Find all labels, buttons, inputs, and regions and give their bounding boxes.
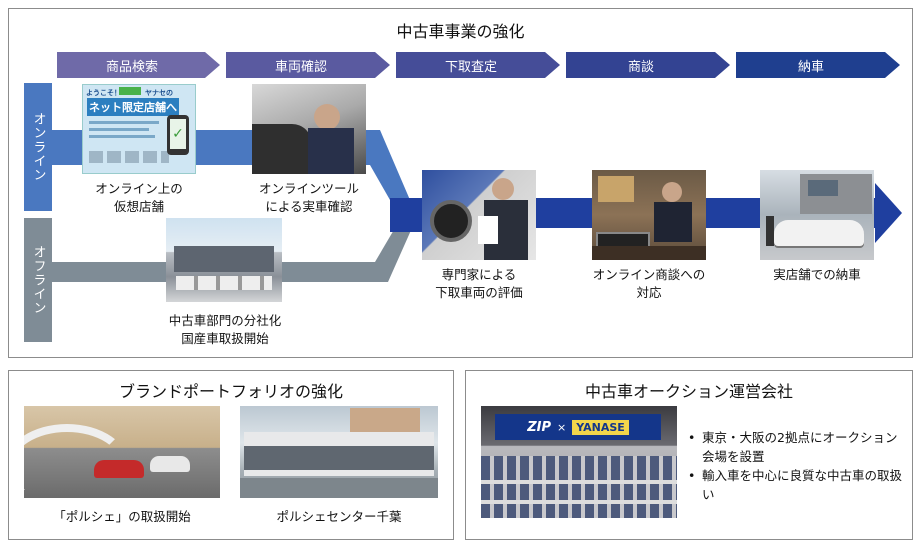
negotiation-image — [592, 170, 706, 260]
merge-block — [390, 198, 425, 232]
negotiation-caption-1: オンライン商談への — [592, 267, 706, 282]
logo-mark — [119, 87, 141, 95]
appraisal-caption-1: 専門家による — [441, 267, 517, 282]
row-divider — [481, 480, 677, 484]
step-label-1: 商品検索 — [105, 59, 158, 75]
step-chevron-5 — [736, 52, 900, 78]
red-car — [94, 460, 144, 478]
delivery-image — [760, 170, 874, 260]
auction-bullets: 東京・大阪の2拠点にオークション会場を設置 輸入車を中心に良質な中古車の取扱い — [688, 428, 908, 504]
road — [240, 478, 438, 498]
virtual-store-image: ようこそ！ ヤナセの ネット限定店舗へ ✓ — [82, 84, 196, 174]
step-label-5: 納車 — [797, 59, 824, 75]
brand-panel-title: ブランドポートフォリオの強化 — [118, 382, 343, 401]
porsche-center-image — [240, 406, 438, 498]
wheel — [430, 200, 472, 242]
person-suit — [654, 202, 692, 242]
glass-facade — [244, 446, 434, 470]
online-lane-label: オンライン — [30, 112, 46, 182]
main-flow-arrowhead — [875, 183, 902, 243]
white-car — [774, 220, 864, 246]
online-tool-caption-1: オンラインツール — [258, 181, 359, 196]
step-chevron-3 — [396, 52, 560, 78]
auction-bullet-2: 輸入車を中心に良質な中古車の取扱い — [688, 466, 908, 504]
auction-banner: ZIP × YANASE — [495, 414, 661, 440]
person-suit — [308, 128, 354, 174]
clipboard — [478, 216, 498, 244]
curved-structure — [24, 424, 130, 498]
text-line — [89, 121, 159, 124]
auction-seats — [481, 456, 677, 518]
porsche-showroom-image — [24, 406, 220, 498]
shelf — [598, 176, 634, 202]
person-head — [314, 104, 340, 130]
zip-logo: ZIP — [527, 419, 551, 435]
step-label-3: 下取査定 — [444, 59, 497, 75]
online-tool-caption-2: による実車確認 — [265, 199, 353, 214]
online-lane-band — [24, 83, 52, 211]
auction-hall-image: ZIP × YANASE — [481, 406, 677, 518]
appraisal-caption-2: 下取車両の評価 — [435, 285, 523, 300]
step-label-4: 商談 — [627, 59, 654, 75]
parked-cars — [176, 276, 272, 290]
car-thumbnails — [89, 151, 169, 163]
step-chevron-2 — [226, 52, 390, 78]
person-head — [492, 178, 514, 200]
spinoff-image — [166, 218, 282, 302]
banner-small-text: ようこそ！ — [86, 89, 121, 97]
brand-caption-2: ポルシェセンター千葉 — [276, 509, 402, 524]
main-panel-title: 中古車事業の強化 — [396, 22, 525, 41]
spinoff-caption-1: 中古車部門の分社化 — [168, 313, 282, 328]
delivery-caption-1: 実店舗での納車 — [773, 267, 861, 282]
times-sign: × — [556, 420, 567, 434]
spinoff-caption-2: 国産車取扱開始 — [181, 331, 269, 346]
row-divider — [481, 500, 677, 504]
virtual-store-caption-1: オンライン上の — [95, 181, 183, 196]
yanase-logo: YANASE — [572, 419, 629, 435]
offline-lane-label: オフライン — [30, 245, 46, 315]
dealership-building — [174, 246, 274, 272]
offline-lane-band — [24, 218, 52, 342]
person — [766, 216, 774, 246]
auction-panel-title: 中古車オークション運営会社 — [584, 382, 793, 401]
auction-bullet-1: 東京・大阪の2拠点にオークション会場を設置 — [688, 428, 908, 466]
online-tool-image — [252, 84, 366, 174]
virtual-store-caption-2: 仮想店舗 — [113, 199, 164, 214]
appraisal-image — [422, 170, 536, 260]
desk — [592, 246, 706, 260]
text-line — [89, 135, 155, 138]
banner-main-text: ネット限定店舗へ — [87, 98, 179, 116]
white-car — [150, 456, 190, 472]
offline-flow-band — [52, 228, 412, 282]
step-chevron-4 — [566, 52, 730, 78]
step-label-2: 車両確認 — [274, 59, 327, 75]
brand-caption-1: 「ポルシェ」の取扱開始 — [53, 509, 191, 524]
window — [808, 180, 838, 196]
phone-icon: ✓ — [167, 115, 189, 155]
negotiation-caption-2: 対応 — [636, 285, 662, 300]
person-head — [662, 182, 682, 202]
step-chevron-1 — [57, 52, 220, 78]
text-line — [89, 128, 149, 131]
car-interior — [252, 124, 312, 174]
banner-brand-text: ヤナセの — [145, 89, 173, 97]
